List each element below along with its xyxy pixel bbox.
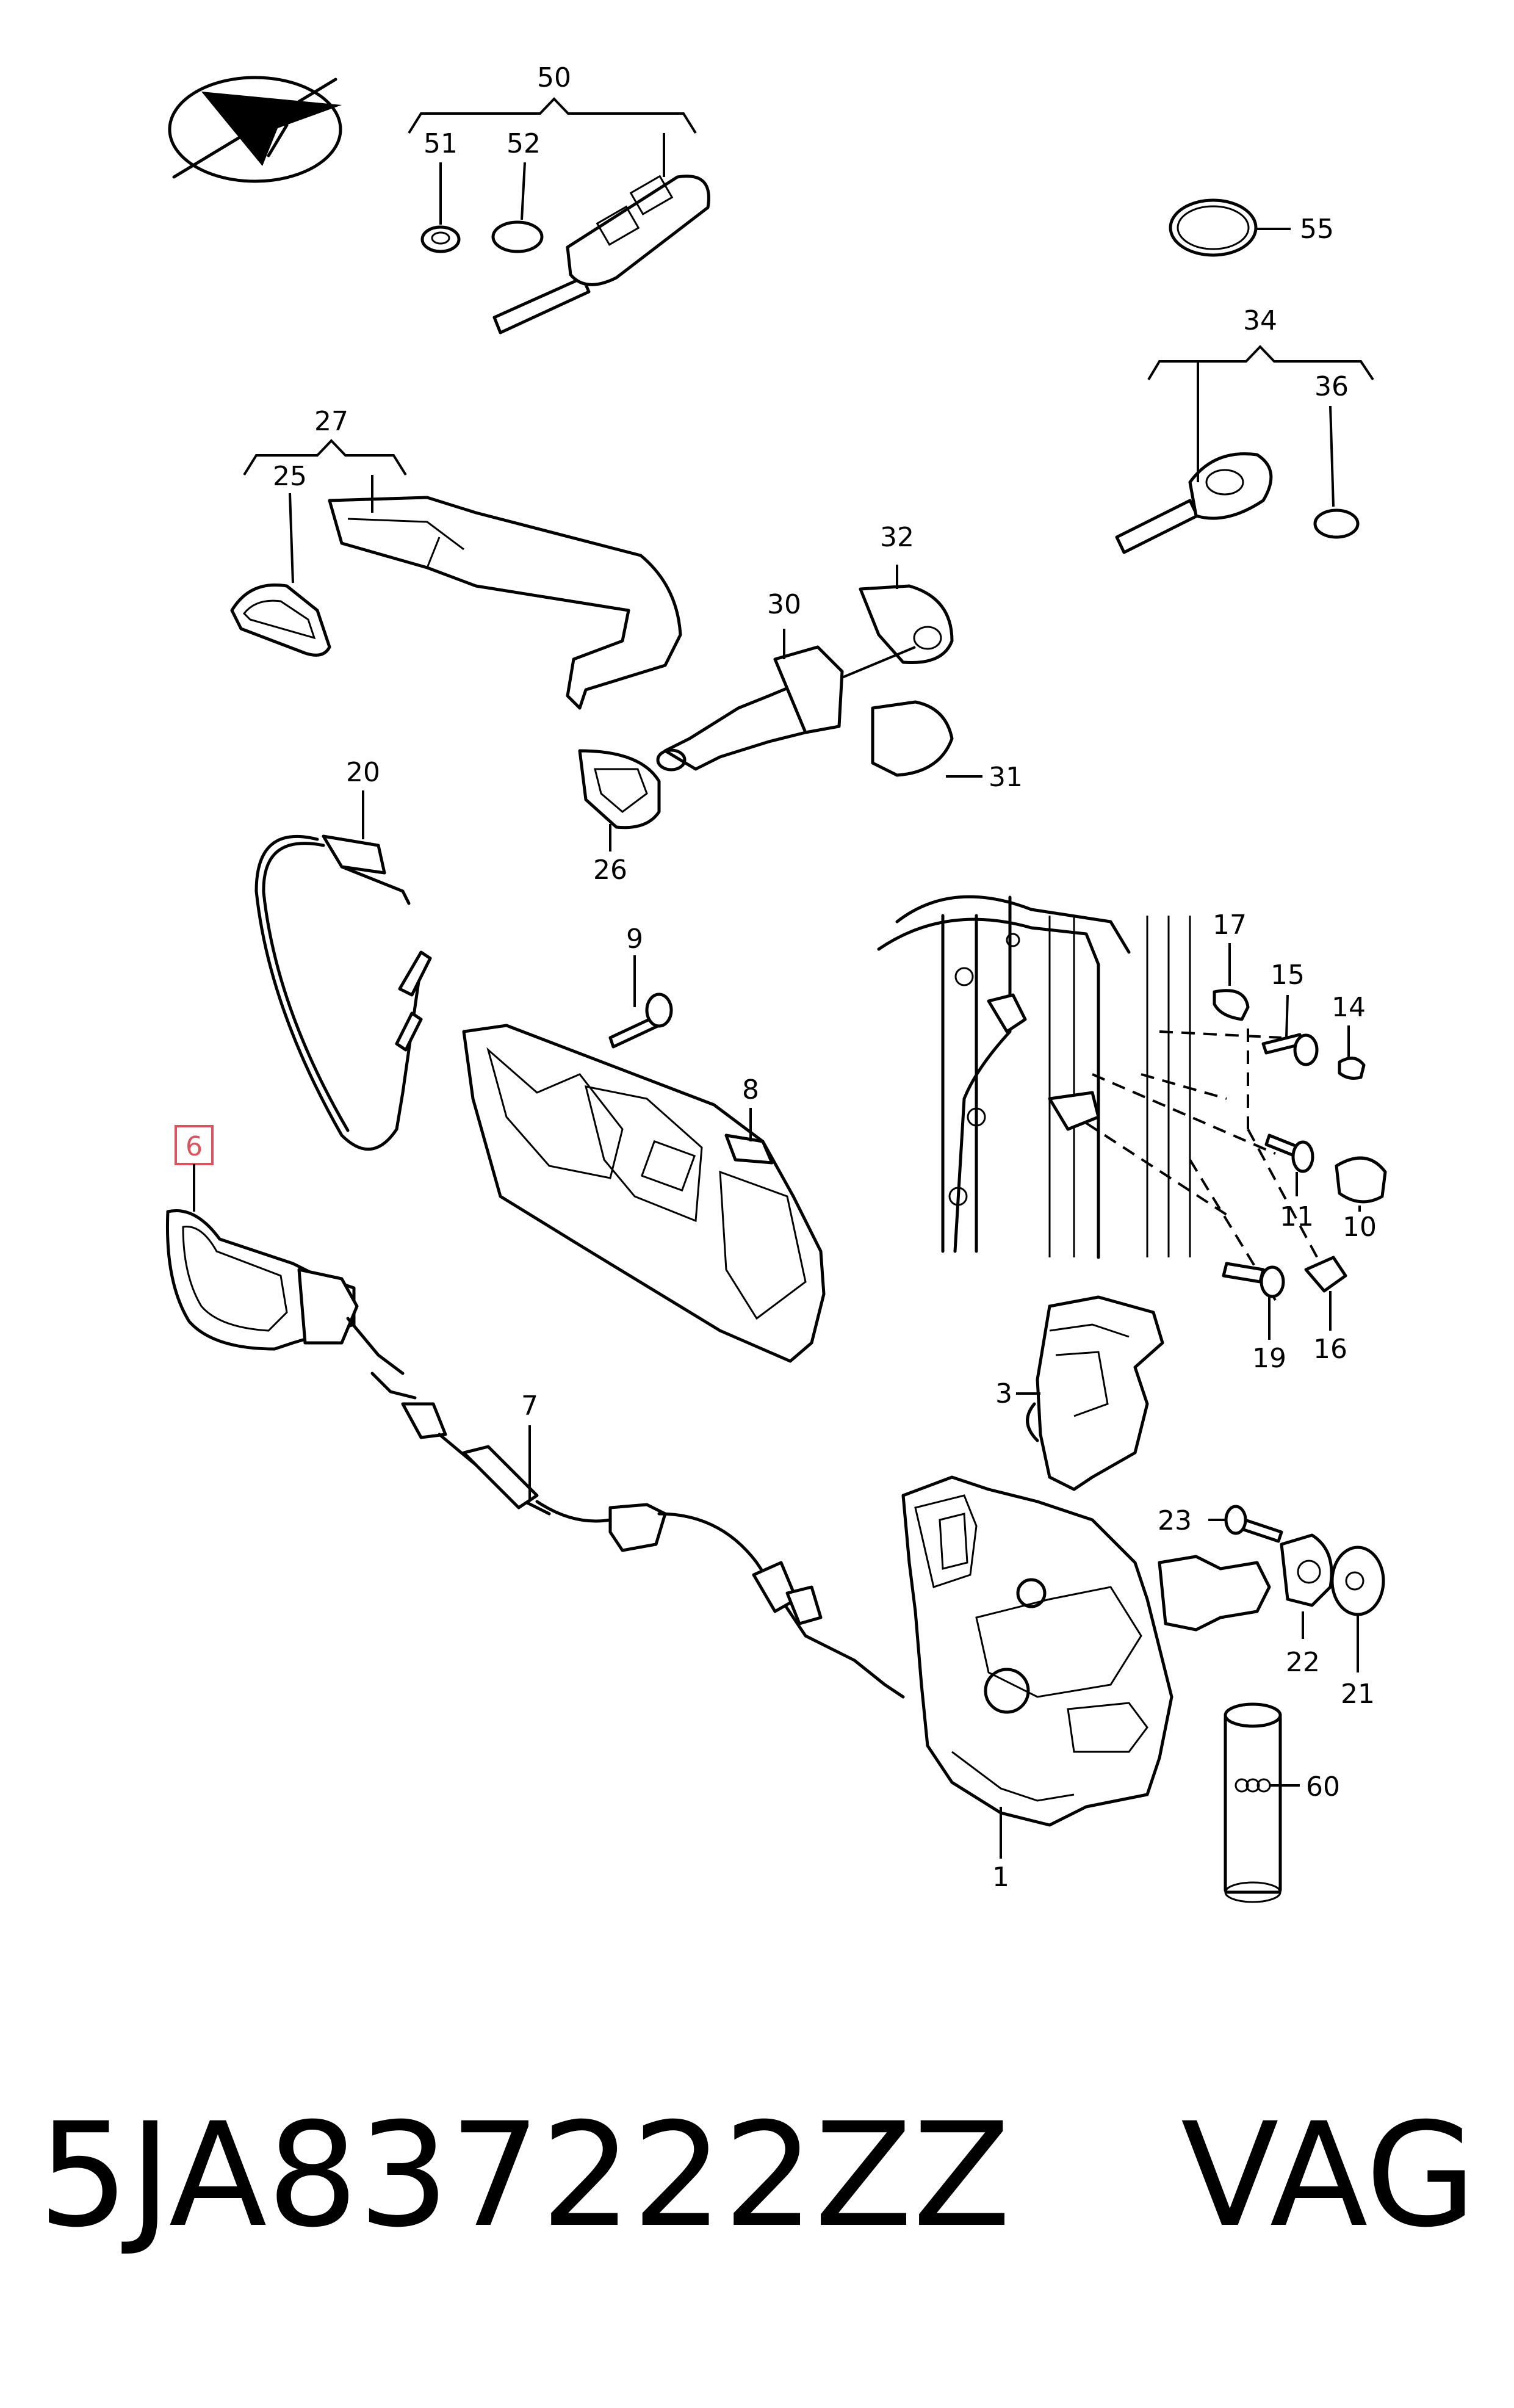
bolt-23-icon (1208, 1505, 1283, 1543)
callout-9: 9 (626, 924, 643, 955)
door-latch-1-icon (901, 1475, 1271, 1859)
bolt-11-icon (1264, 1133, 1314, 1196)
brand-text: VAG (1181, 2092, 1477, 2259)
callout-labels: 50 51 52 55 34 36 27 25 32 30 31 26 20 9… (186, 62, 1377, 1893)
callout-26: 26 (593, 855, 627, 886)
cap-10-icon (1335, 1156, 1387, 1212)
screw-19-icon (1222, 1262, 1285, 1340)
callout-16: 16 (1313, 1334, 1347, 1365)
seal-26-icon (578, 749, 661, 851)
callout-8: 8 (742, 1074, 759, 1105)
gasket-25-icon (230, 493, 331, 657)
plug-14-icon (1338, 1025, 1366, 1080)
callout-3: 3 (995, 1378, 1012, 1409)
callout-21: 21 (1341, 1679, 1375, 1710)
cable-7-icon (370, 1372, 905, 1699)
callout-10: 10 (1343, 1212, 1377, 1243)
door-panel-outline (877, 895, 1191, 1259)
carrier-bracket-8-icon (462, 1024, 826, 1363)
callout-25: 25 (273, 461, 307, 492)
lock-cylinder-30-icon (656, 629, 916, 772)
callout-52: 52 (506, 128, 541, 159)
callout-1: 1 (992, 1862, 1009, 1893)
plug-17-icon (1213, 943, 1250, 1021)
callout-6: 6 (186, 1131, 203, 1162)
cover-plate-21-icon (1330, 1546, 1385, 1672)
direction-emblem-icon (168, 76, 342, 183)
highlight-6-box (175, 1125, 214, 1212)
plug-16-icon (1304, 1256, 1347, 1331)
callout-60: 60 (1306, 1771, 1340, 1802)
grease-tube-60-icon (1224, 1702, 1300, 1903)
lock-cover-3-icon (1016, 1295, 1164, 1491)
master-key-34-icon (1115, 361, 1273, 554)
cable-20-icon (254, 790, 432, 1151)
callout-11: 11 (1280, 1201, 1314, 1232)
striker-plate-22-icon (1280, 1533, 1333, 1639)
callout-7: 7 (521, 1390, 538, 1422)
callout-15: 15 (1271, 960, 1305, 991)
callout-50: 50 (537, 62, 571, 93)
cap-31-icon (871, 700, 982, 778)
cap-52-icon (491, 162, 544, 253)
callout-27: 27 (314, 406, 348, 437)
callout-20: 20 (346, 757, 380, 788)
assembly-lines (1085, 1029, 1332, 1301)
bolt-15-icon (1261, 994, 1319, 1066)
coin-cell-51-icon (420, 162, 461, 253)
flip-key-50-icon (492, 133, 710, 334)
callout-36: 36 (1314, 371, 1349, 402)
callout-23: 23 (1158, 1505, 1192, 1536)
cap-36-icon (1313, 405, 1360, 539)
callout-17: 17 (1213, 909, 1247, 941)
callout-30: 30 (767, 589, 801, 620)
bracket-34 (1147, 345, 1374, 381)
cover-32-icon (859, 565, 954, 665)
callout-14: 14 (1332, 992, 1366, 1023)
outer-handle-27-icon (328, 475, 682, 710)
callout-55: 55 (1300, 214, 1334, 245)
callout-51: 51 (424, 128, 458, 159)
bolt-9-icon (608, 955, 673, 1049)
part-number-text: 5JA837222ZZ (38, 2092, 1011, 2259)
callout-32: 32 (880, 522, 914, 553)
callout-22: 22 (1286, 1647, 1320, 1678)
bracket-50 (408, 97, 697, 134)
inner-handle-6-icon (165, 1209, 405, 1375)
callout-19: 19 (1252, 1343, 1286, 1374)
bracket-27 (243, 439, 407, 476)
callout-31: 31 (989, 762, 1023, 793)
o-ring-55-icon (1169, 198, 1291, 257)
callout-34: 34 (1243, 305, 1277, 336)
